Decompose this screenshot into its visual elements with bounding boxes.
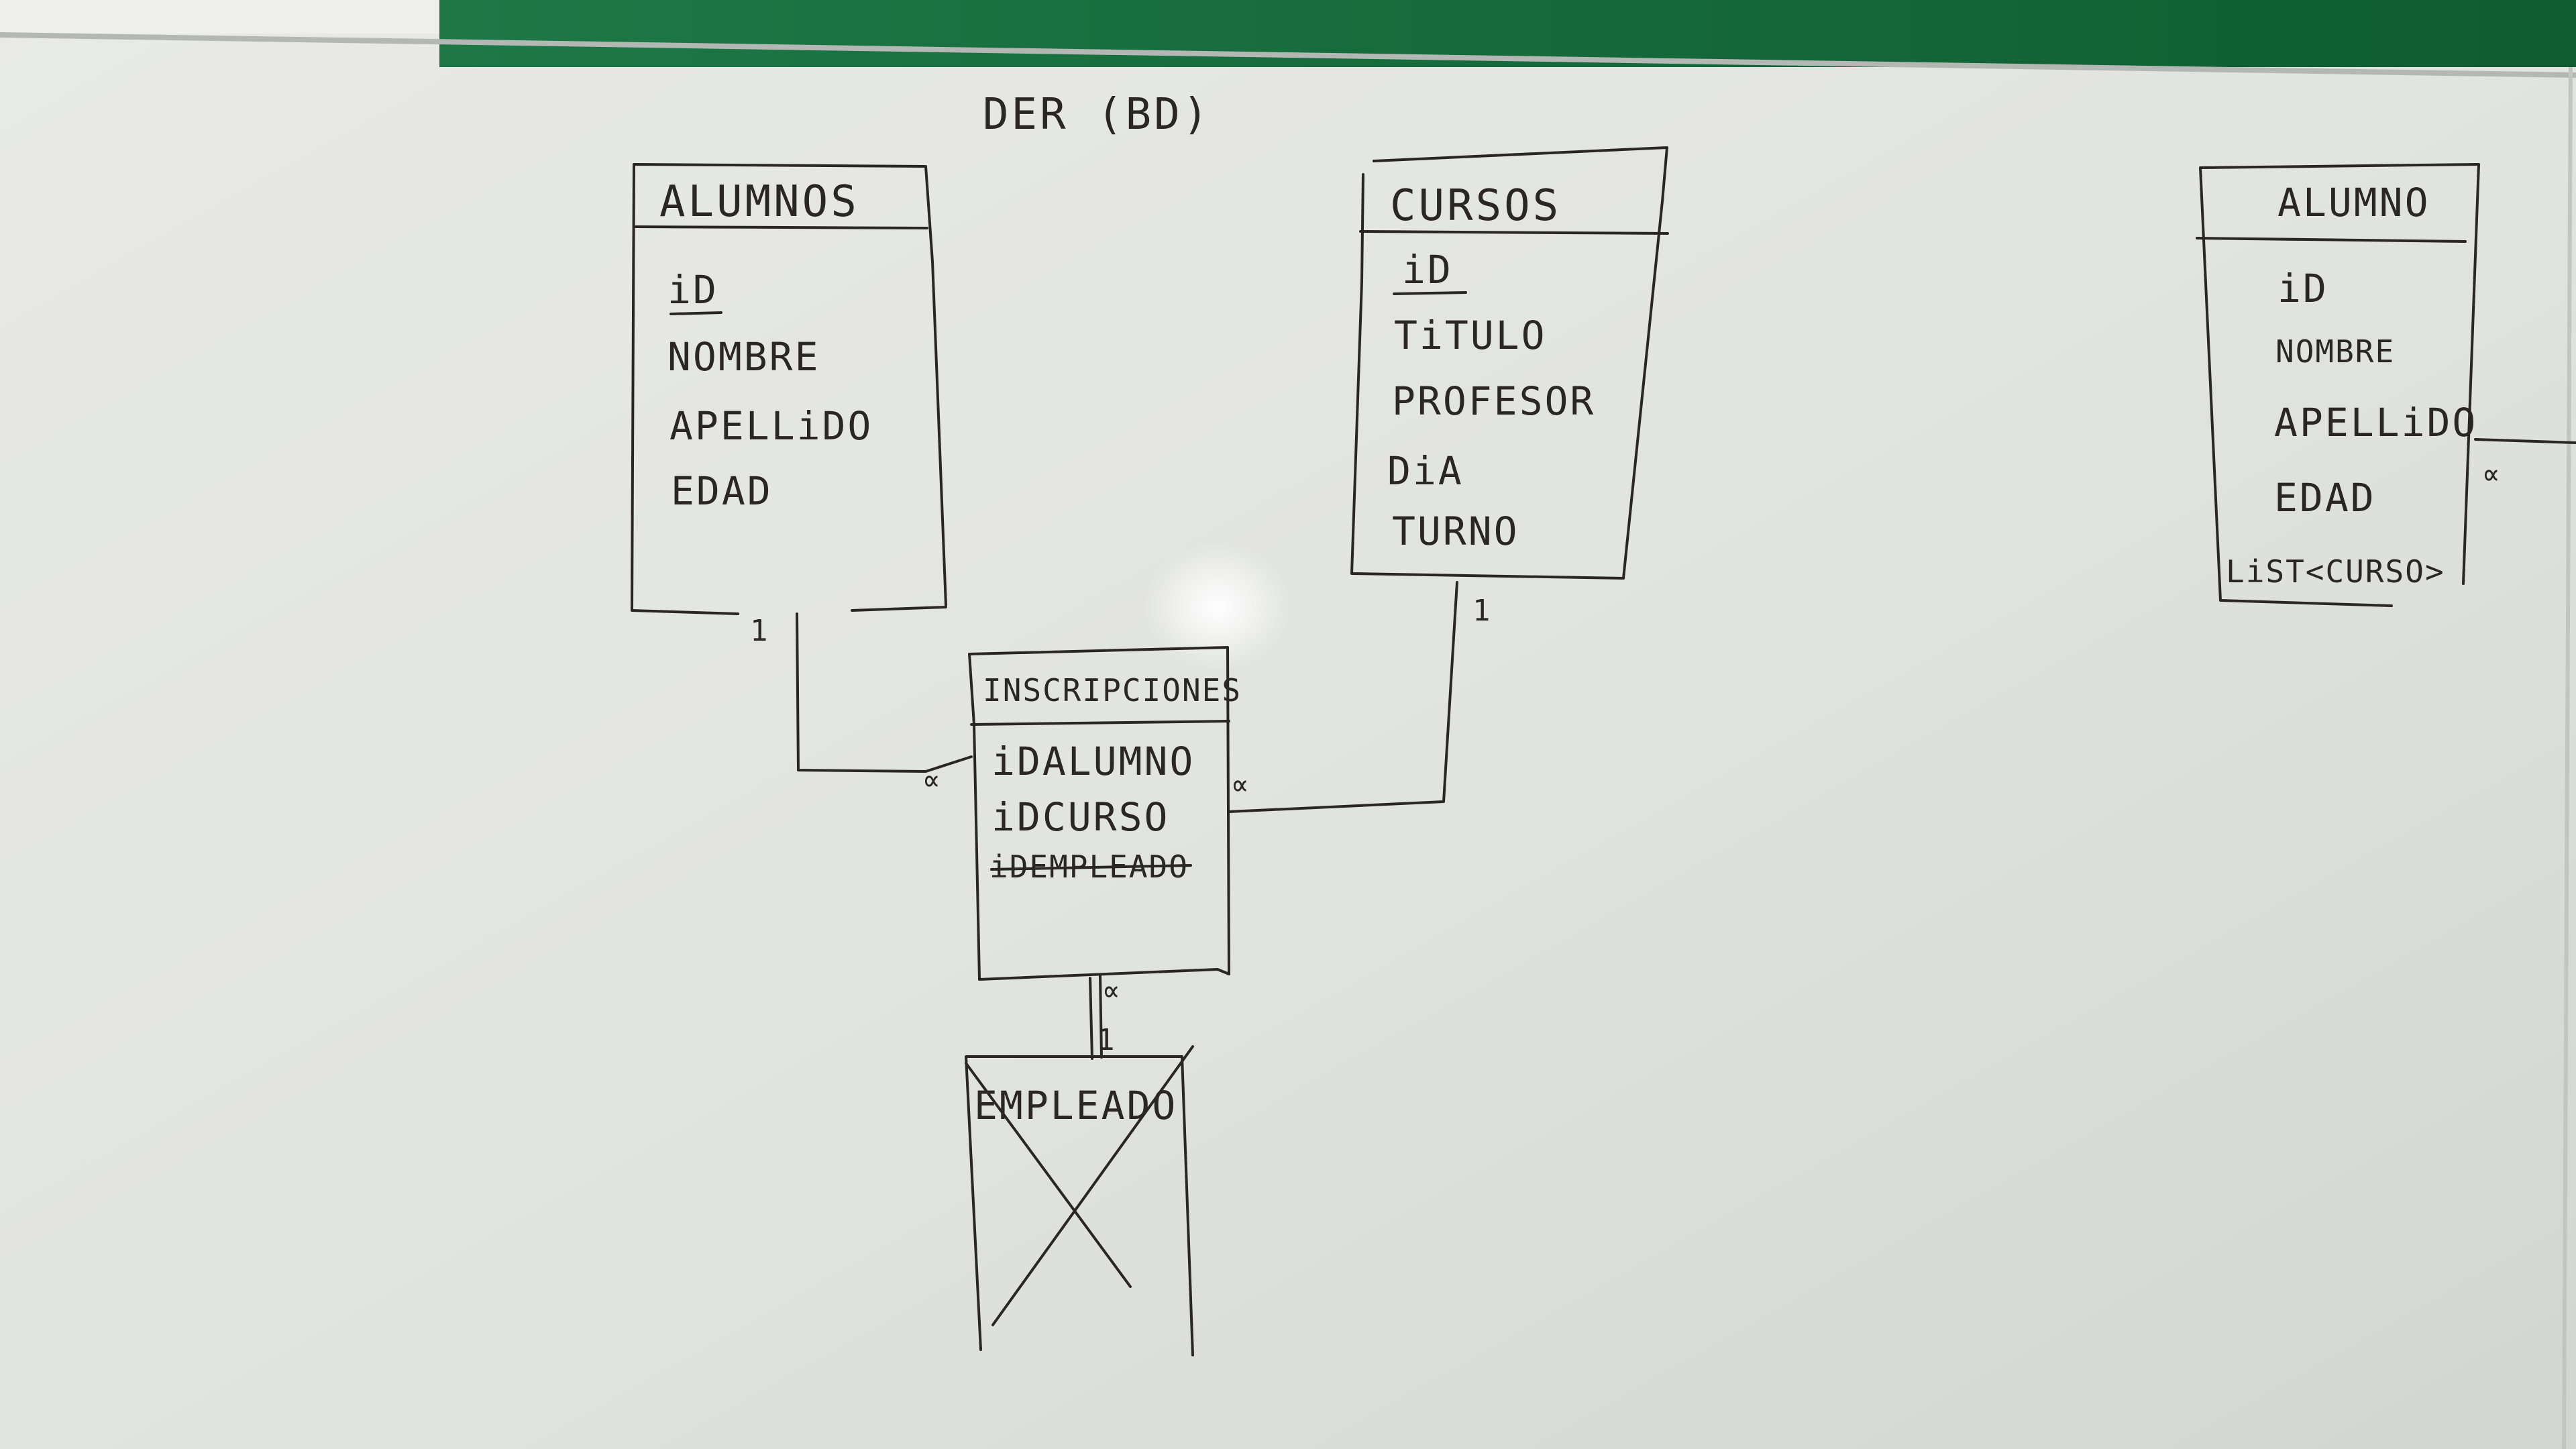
wall-strip [0,0,443,34]
cardinality-empleado-1: 1 [1097,1023,1115,1057]
table-alumno-border [2199,163,2480,607]
diagram-title: DER (BD) [983,90,1211,140]
cursos-pk-underline [1393,291,1467,295]
alumno-side-line [2474,438,2576,444]
alumno-field-edad: EDAD [2274,475,2376,521]
table-cursos-name: CURSOS [1390,181,1561,231]
cardinality-alumnos-1: 1 [750,614,768,648]
table-inscripciones-name: INSCRIPCIONES [983,672,1242,708]
connector-inscripciones-empleado-b [1099,975,1103,1059]
table-alumnos: ALUMNOS iD NOMBRE APELLiDO EDAD [631,163,947,615]
table-alumnos-name: ALUMNOS [659,177,859,227]
cursos-field-turno: TURNO [1392,508,1519,554]
table-cursos-border [1350,146,1668,580]
table-cursos-header-line [1359,230,1669,235]
relation-alumnos-inscripciones: 1 ∝ [750,612,973,798]
table-empleado-border [965,1055,1194,1356]
connector-cursos-inscripciones [1228,581,1458,813]
table-inscripciones: INSCRIPCIONES iDALUMNO iDCURSO iDEMPLEAD… [968,646,1242,981]
board-top-edge [0,32,2576,78]
cardinality-inscripciones-many-c: ∝ [1102,974,1120,1008]
table-alumno-name: ALUMNO [2277,180,2430,225]
inscripciones-field-idcurso: iDCURSO [991,794,1169,840]
empleado-cross-line-2 [991,1045,1194,1326]
alumnos-field-apellido: APELLiDO [669,403,873,449]
table-alumno-header-line [2196,237,2467,243]
table-alumno: ALUMNO iD NOMBRE APELLiDO EDAD LiST<CURS… [2196,163,2576,607]
cardinality-inscripciones-many-b: ∝ [1231,768,1249,802]
table-alumnos-header-line [635,225,928,229]
relation-cursos-inscripciones: 1 ∝ [1228,581,1491,813]
alumnos-field-edad: EDAD [671,468,773,514]
alumno-field-list-curso: LiST<CURSO> [2226,553,2445,590]
table-empleado: EMPLEADO [965,1045,1194,1356]
alumno-field-id: iD [2277,266,2328,311]
idempleado-strikethrough [990,864,1192,871]
relation-inscripciones-empleado: ∝ 1 [1089,974,1120,1060]
cursos-field-titulo: TiTULO [1394,313,1547,358]
cardinality-inscripciones-many-a: ∝ [922,763,941,798]
alumno-side-mark: ∝ [2482,458,2500,492]
empleado-cross-line-1 [965,1062,1132,1288]
alumnos-pk-underline [669,311,722,315]
connector-inscripciones-empleado-a [1089,977,1093,1060]
alumno-field-apellido: APELLiDO [2274,400,2477,445]
table-empleado-name: EMPLEADO [974,1083,1177,1128]
alumnos-field-id: iD [667,267,718,313]
cursos-field-id: iD [1402,247,1453,292]
board-right-edge [2562,66,2573,1449]
cursos-field-dia: DiA [1387,448,1464,494]
table-cursos: CURSOS iD TiTULO PROFESOR DiA TURNO [1350,146,1669,580]
inscripciones-field-idalumno: iDALUMNO [991,739,1195,784]
table-inscripciones-header-line [970,720,1230,726]
light-glare [1144,543,1291,671]
alumnos-field-nombre: NOMBRE [667,334,820,380]
alumno-field-nombre: NOMBRE [2275,333,2395,370]
table-alumnos-border [631,163,947,615]
cardinality-cursos-1: 1 [1472,594,1491,628]
cursos-field-profesor: PROFESOR [1392,378,1595,424]
connector-alumnos-inscripciones [796,612,973,773]
